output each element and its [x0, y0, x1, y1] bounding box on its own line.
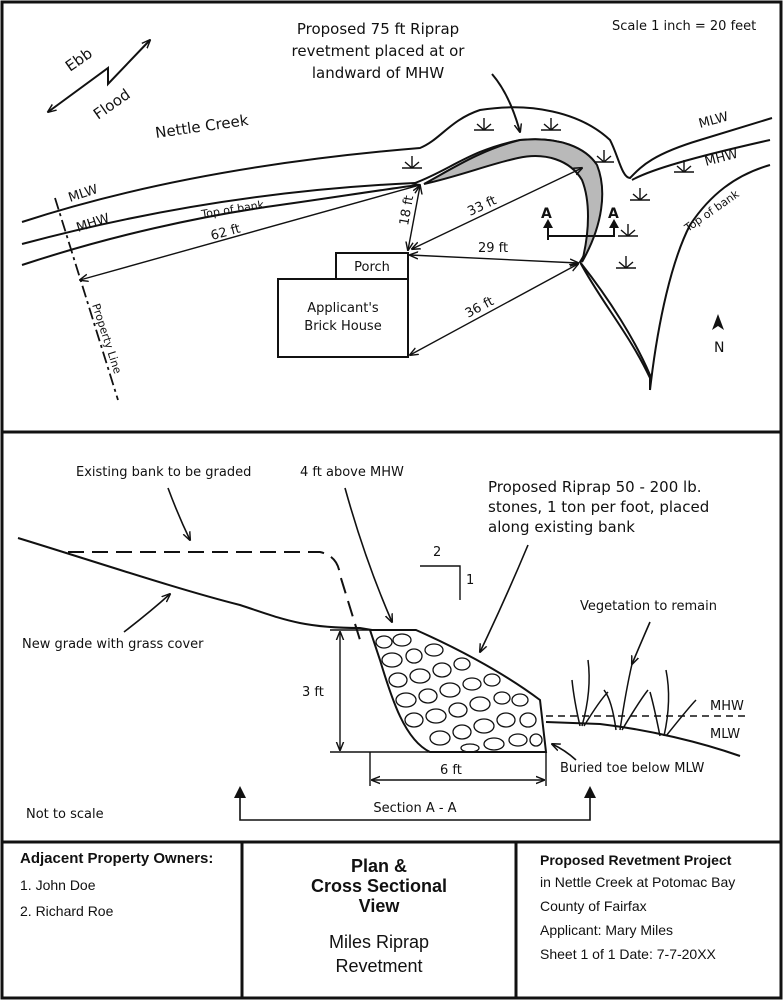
project-county: County of Fairfax: [540, 898, 647, 914]
vegetation: [571, 659, 697, 737]
riprap-stones: [375, 633, 543, 753]
proposal-line-3: landward of MHW: [312, 64, 444, 82]
dim-29-label: 29 ft: [478, 241, 508, 256]
new-grade-leader: [123, 594, 170, 633]
owner-2: 2. Richard Roe: [20, 903, 114, 919]
title-line-1: Plan &: [350, 856, 407, 876]
owner-1: 1. John Doe: [20, 877, 96, 893]
north-label: N: [714, 340, 724, 356]
dim-18-label: 18 ft: [397, 194, 417, 226]
proposal-line-2: revetment placed at or: [292, 42, 466, 60]
riprap-leader: [480, 544, 529, 652]
not-to-scale-label: Not to scale: [26, 807, 104, 822]
section-a-right: A: [608, 206, 619, 222]
section-bracket: [239, 792, 591, 821]
buried-toe-leader: [552, 744, 577, 761]
title-line-2: Cross Sectional: [310, 876, 448, 896]
creek-name: Nettle Creek: [154, 111, 250, 142]
title-block-center: Plan & Cross Sectional View Miles Riprap…: [245, 856, 513, 978]
mhw-right-label: MHW: [703, 147, 740, 170]
section-label: Section A - A: [373, 801, 456, 816]
plan-view: Scale 1 inch = 20 feet Ebb Flood Nettle …: [21, 19, 773, 401]
above-mhw-leader: [344, 487, 392, 622]
riprap-section: [368, 629, 548, 753]
north-arrow-icon: [712, 314, 724, 330]
house-label-line-2: Brick House: [304, 319, 381, 334]
slope-run: 2: [433, 545, 441, 560]
riprap-note-line-1: Proposed Riprap 50 - 200 lb.: [488, 478, 701, 496]
project-heading: Proposed Revetment Project: [540, 852, 732, 868]
project-location: in Nettle Creek at Potomac Bay: [540, 874, 736, 890]
mhw-shoreline: [21, 138, 771, 379]
porch-label: Porch: [354, 260, 390, 275]
new-grade-label: New grade with grass cover: [22, 637, 204, 652]
mhw-left-label: MHW: [75, 211, 112, 236]
section-bracket-heads: [234, 786, 596, 798]
adjacent-owners-heading: Adjacent Property Owners:: [20, 850, 214, 867]
subtitle-line-2: Revetment: [335, 956, 423, 976]
vegetation-label: Vegetation to remain: [580, 599, 717, 614]
project-sheet-date: Sheet 1 of 1 Date: 7-7-20XX: [540, 946, 716, 962]
scale-label: Scale 1 inch = 20 feet: [612, 19, 756, 34]
top-of-bank-right-label: Top of bank: [681, 187, 742, 235]
buried-toe-label: Buried toe below MLW: [560, 761, 705, 776]
title-line-3: View: [358, 896, 400, 916]
project-info-block: Proposed Revetment Project in Nettle Cre…: [540, 852, 780, 970]
dim-3ft-label: 3 ft: [302, 685, 324, 700]
subtitle-line-1: Miles Riprap: [328, 932, 430, 952]
flood-label: Flood: [90, 85, 134, 123]
existing-bank-dashed: [68, 551, 361, 641]
existing-bank-label: Existing bank to be graded: [76, 465, 251, 480]
section-a-left: A: [541, 206, 552, 222]
mhw-section-label: MHW: [710, 699, 744, 714]
mlw-shoreline: [21, 106, 773, 223]
section-marker: [547, 224, 615, 240]
above-mhw-label: 4 ft above MHW: [300, 465, 404, 480]
existing-bank-leader: [167, 487, 190, 540]
section-marker-heads: [543, 219, 619, 228]
mlw-right-label: MLW: [697, 110, 730, 132]
dim-33-line: [412, 168, 582, 249]
dim-62-line: [80, 185, 420, 280]
property-line-label: Property Line: [89, 302, 124, 376]
slope-symbol: [420, 565, 461, 600]
proposal-leader: [491, 73, 520, 132]
dim-62-label: 62 ft: [209, 222, 242, 244]
ebb-flood-arrow: [48, 40, 150, 112]
riprap-note-line-2: stones, 1 ton per foot, placed: [488, 498, 709, 516]
dim-6ft-label: 6 ft: [440, 763, 462, 778]
right-ground-line: [545, 721, 741, 757]
project-applicant: Applicant: Mary Miles: [540, 922, 674, 938]
top-of-bank-left-label: Top of bank: [199, 198, 265, 221]
slope-rise: 1: [466, 573, 474, 588]
mlw-section-label: MLW: [710, 727, 740, 742]
riprap-note-line-3: along existing bank: [488, 518, 635, 536]
house: [277, 278, 409, 358]
cross-section: Existing bank to be graded 4 ft above MH…: [17, 465, 750, 822]
mlw-left-label: MLW: [67, 182, 100, 206]
dim-29-line: [410, 255, 578, 263]
new-grade-line: [17, 537, 373, 631]
house-label-line-1: Applicant's: [307, 301, 379, 316]
vegetation-leader: [632, 621, 651, 664]
adjacent-owners-block: Adjacent Property Owners: 1. John Doe 2.…: [20, 850, 230, 929]
proposal-line-1: Proposed 75 ft Riprap: [297, 20, 459, 38]
ebb-label: Ebb: [62, 44, 96, 75]
dim-36-line: [410, 264, 578, 355]
